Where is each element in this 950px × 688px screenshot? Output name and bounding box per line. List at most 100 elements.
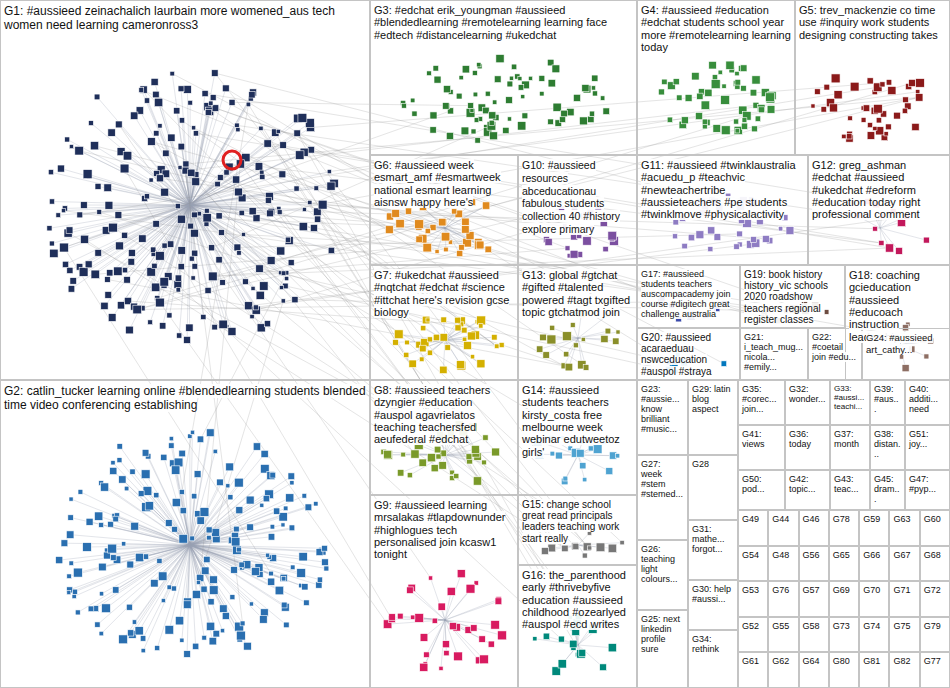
- graph-vertex: [260, 174, 265, 179]
- group-label: G51: joy...: [909, 429, 929, 449]
- group-panel: G78: [829, 510, 859, 546]
- graph-vertex: [393, 340, 399, 346]
- graph-vertex: [397, 470, 404, 477]
- graph-vertex: [90, 142, 98, 150]
- graph-vertex: [219, 320, 227, 328]
- graph-vertex: [286, 237, 291, 242]
- graph-vertex: [139, 88, 144, 93]
- graph-vertex: [68, 515, 73, 520]
- graph-vertex: [466, 454, 472, 460]
- graph-vertex: [712, 75, 717, 80]
- graph-vertex: [152, 263, 157, 268]
- graph-vertex: [539, 75, 545, 81]
- graph-vertex: [122, 267, 127, 272]
- graph-vertex: [884, 132, 888, 136]
- group-panel: G48: [768, 546, 798, 582]
- graph-vertex: [281, 602, 287, 608]
- graph-vertex: [419, 357, 424, 362]
- graph-vertex: [128, 249, 135, 256]
- graph-edge: [180, 168, 565, 549]
- graph-edge: [127, 489, 190, 545]
- group-label: G65: [833, 550, 850, 560]
- graph-vertex: [555, 452, 562, 459]
- graph-vertex: [175, 203, 180, 208]
- group-panel: G15: change school great read principals…: [518, 495, 637, 565]
- graph-vertex: [432, 618, 437, 623]
- group-panel: G46: [799, 510, 829, 546]
- graph-vertex: [494, 344, 499, 349]
- graph-vertex: [547, 335, 556, 344]
- graph-vertex: [441, 317, 447, 323]
- graph-vertex: [489, 120, 494, 125]
- graph-vertex: [259, 126, 263, 130]
- group-label: G24: #aussieed art_cathy...: [866, 332, 933, 355]
- graph-edge: [564, 338, 578, 366]
- graph-vertex: [490, 132, 498, 140]
- group-panel: G60: [920, 510, 950, 546]
- graph-vertex: [873, 126, 877, 130]
- graph-edge: [74, 545, 190, 596]
- group-panel: G59: [859, 510, 889, 546]
- graph-vertex: [265, 197, 271, 203]
- graph-vertex: [709, 61, 717, 69]
- graph-vertex: [449, 623, 456, 630]
- graph-edge: [445, 599, 499, 620]
- graph-vertex: [543, 352, 550, 359]
- graph-vertex: [229, 99, 235, 105]
- group-panel: G44: [768, 510, 798, 546]
- graph-vertex: [66, 227, 73, 234]
- graph-vertex: [286, 494, 294, 502]
- graph-edge: [105, 487, 190, 545]
- graph-vertex: [740, 65, 747, 72]
- group-label: G79: [924, 621, 941, 631]
- graph-vertex: [281, 523, 285, 527]
- group-panel: G62: [768, 652, 798, 688]
- graph-vertex: [67, 267, 73, 273]
- group-panel: G35: #corec... join...: [738, 380, 785, 425]
- group-panel: G80: [829, 652, 859, 688]
- graph-vertex: [180, 638, 184, 642]
- graph-vertex: [425, 228, 430, 233]
- graph-vertex: [101, 302, 108, 309]
- graph-vertex: [392, 210, 400, 218]
- graph-vertex: [726, 61, 734, 69]
- graph-vertex: [867, 78, 873, 84]
- graph-vertex: [394, 330, 403, 339]
- graph-vertex: [443, 86, 450, 93]
- group-label: G70: [863, 585, 880, 595]
- group-panel: G61: [738, 652, 768, 688]
- group-panel: G55: [768, 617, 798, 653]
- graph-vertex: [673, 234, 678, 239]
- graph-vertex: [193, 131, 198, 136]
- graph-vertex: [479, 324, 483, 328]
- graph-vertex: [579, 117, 587, 125]
- graph-vertex: [260, 282, 268, 290]
- graph-vertex: [735, 129, 739, 133]
- graph-vertex: [217, 175, 223, 181]
- graph-edge: [71, 518, 190, 545]
- group-label: G2: catlin_tucker learning online #blend…: [4, 384, 366, 412]
- graph-vertex: [588, 546, 592, 550]
- graph-vertex: [427, 350, 432, 355]
- graph-vertex: [149, 178, 153, 182]
- graph-vertex: [409, 360, 416, 367]
- graph-vertex: [233, 526, 239, 532]
- graph-vertex: [268, 578, 275, 585]
- graph-vertex: [169, 443, 175, 449]
- graph-vertex: [267, 472, 275, 480]
- graph-vertex: [299, 553, 307, 561]
- graph-vertex: [49, 199, 54, 204]
- graph-edge: [578, 338, 616, 341]
- group-label: G76: [772, 585, 789, 595]
- graph-edge: [190, 504, 316, 545]
- graph-vertex: [47, 226, 52, 231]
- graph-vertex: [582, 477, 586, 481]
- graph-vertex: [438, 218, 446, 226]
- graph-vertex: [427, 454, 435, 462]
- group-panel: G1: #aussieed zeinachalich laurbain more…: [0, 0, 370, 380]
- group-label: G44: [772, 514, 789, 524]
- graph-vertex: [116, 242, 124, 250]
- graph-vertex: [430, 224, 436, 230]
- graph-vertex: [228, 327, 236, 335]
- graph-vertex: [902, 108, 907, 113]
